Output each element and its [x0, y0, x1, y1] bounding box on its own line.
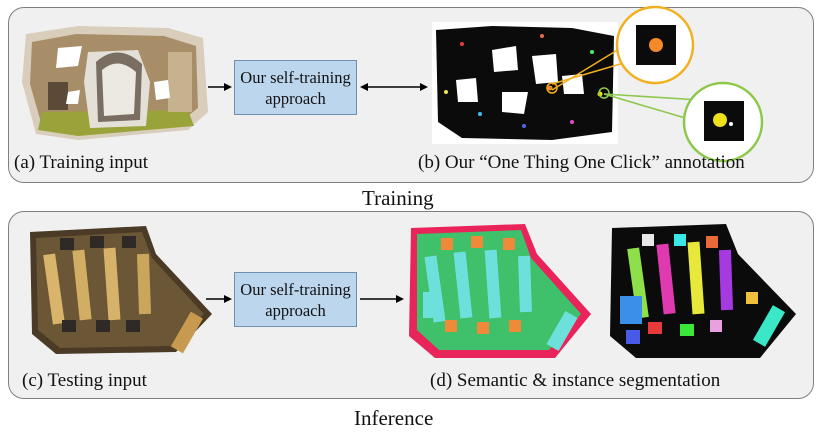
caption-click-annotation: (b) Our “One Thing One Click” annotation: [418, 152, 745, 173]
caption-training-input: (a) Training input: [14, 152, 149, 173]
caption-segmentation: (d) Semantic & instance segmentation: [430, 370, 721, 391]
training-approach-box: Our self-training approach: [234, 60, 357, 115]
caption-testing-input: (c) Testing input: [22, 370, 147, 391]
approach-box-line2: approach: [265, 300, 326, 320]
section-label-inference: Inference: [354, 406, 434, 430]
approach-box-line1: Our self-training: [240, 279, 351, 299]
training-input-scene-image: [22, 26, 208, 140]
click-annotation-scene-image: [432, 22, 618, 144]
approach-box-line2: approach: [265, 88, 326, 108]
testing-input-scene-image: [30, 226, 212, 354]
semantic-segmentation-image: [409, 224, 591, 358]
approach-box-line1: Our self-training: [240, 67, 351, 87]
inference-approach-box: Our self-training approach: [234, 272, 357, 327]
section-label-training: Training: [362, 186, 434, 210]
instance-segmentation-image: [610, 224, 796, 358]
